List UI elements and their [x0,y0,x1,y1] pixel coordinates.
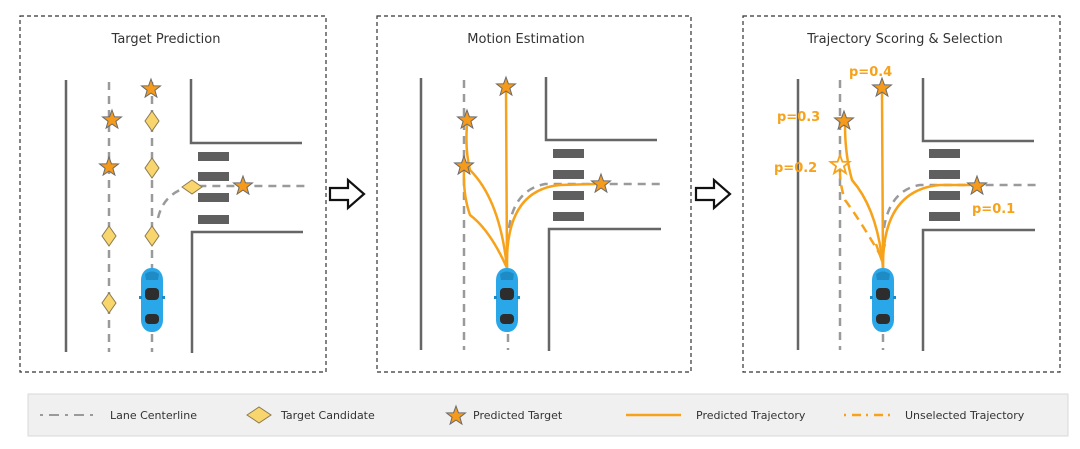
probability-label: p=0.3 [777,110,820,125]
legend-label: Predicted Trajectory [696,409,806,422]
legend-label: Target Candidate [280,409,375,422]
panel-motion-estimation: Motion Estimation [376,15,692,373]
predicted-target-star [102,109,122,129]
road-edges [419,77,661,351]
ego-car-icon [139,268,165,332]
panel-target-prediction: Target Prediction [19,15,327,373]
legend-item-lane-centerline: Lane Centerline [40,409,197,422]
predicted-trajectories [838,91,970,269]
predicted-targets [99,78,253,195]
target-candidate-diamond [144,110,160,132]
trajectory-line [504,87,509,269]
legend-label: Unselected Trajectory [905,409,1025,422]
legend-item-target-candidate: Target Candidate [246,406,375,424]
panel-trajectory-scoring: Trajectory Scoring & Selection [742,15,1061,373]
predicted-target-star [591,173,611,193]
legend-item-predicted-target: Predicted Target [446,405,563,425]
target-candidate-diamond [101,292,117,314]
trajectory-arrowhead [874,243,887,263]
panel-title: Motion Estimation [467,32,584,47]
probability-labels: p=0.4 p=0.3 p=0.2 p=0.1 [774,65,1015,217]
legend-item-predicted-trajectory: Predicted Trajectory [626,409,806,422]
unselected-trajectory-line [838,171,884,259]
panel-title: Trajectory Scoring & Selection [806,32,1002,47]
target-candidate-diamond [181,179,203,195]
target-candidate-diamond [144,157,160,179]
probability-label: p=0.2 [774,161,817,176]
road-edges [796,78,1035,351]
yellow-diamond-icon [246,406,272,424]
legend: Lane Centerline Target Candidate Predict… [27,393,1069,437]
crosswalk [553,149,584,221]
predicted-trajectories [462,87,596,269]
predicted-target-star [233,175,253,195]
trajectory-line [505,182,596,269]
legend-item-unselected-trajectory: Unselected Trajectory [844,409,1025,422]
ego-car-icon [494,268,520,332]
crosswalk [198,152,229,224]
trajectory-line [465,124,509,269]
legend-label: Predicted Target [473,409,563,422]
legend-box [27,393,1069,437]
road-edges [64,79,303,353]
predicted-target-star [967,175,987,195]
target-candidate-diamond [101,225,117,247]
crosswalk [929,149,960,221]
trajectory-line [462,169,509,269]
panel-border [742,15,1061,373]
predicted-targets [454,76,611,193]
selected-trajectory-line [880,91,885,269]
legend-label: Lane Centerline [110,409,197,422]
predicted-target-star [141,78,161,98]
panel-title: Target Prediction [111,32,221,47]
arrow-right-icon [328,178,366,210]
panel-border [19,15,327,373]
target-candidate-diamond [144,225,160,247]
probability-label: p=0.1 [972,202,1015,217]
selected-trajectory-line [843,124,885,269]
probability-label: p=0.4 [849,65,892,80]
arrow-right-icon [694,178,732,210]
panel-border [376,15,692,373]
ego-car-icon [870,268,896,332]
predicted-targets [829,77,987,195]
